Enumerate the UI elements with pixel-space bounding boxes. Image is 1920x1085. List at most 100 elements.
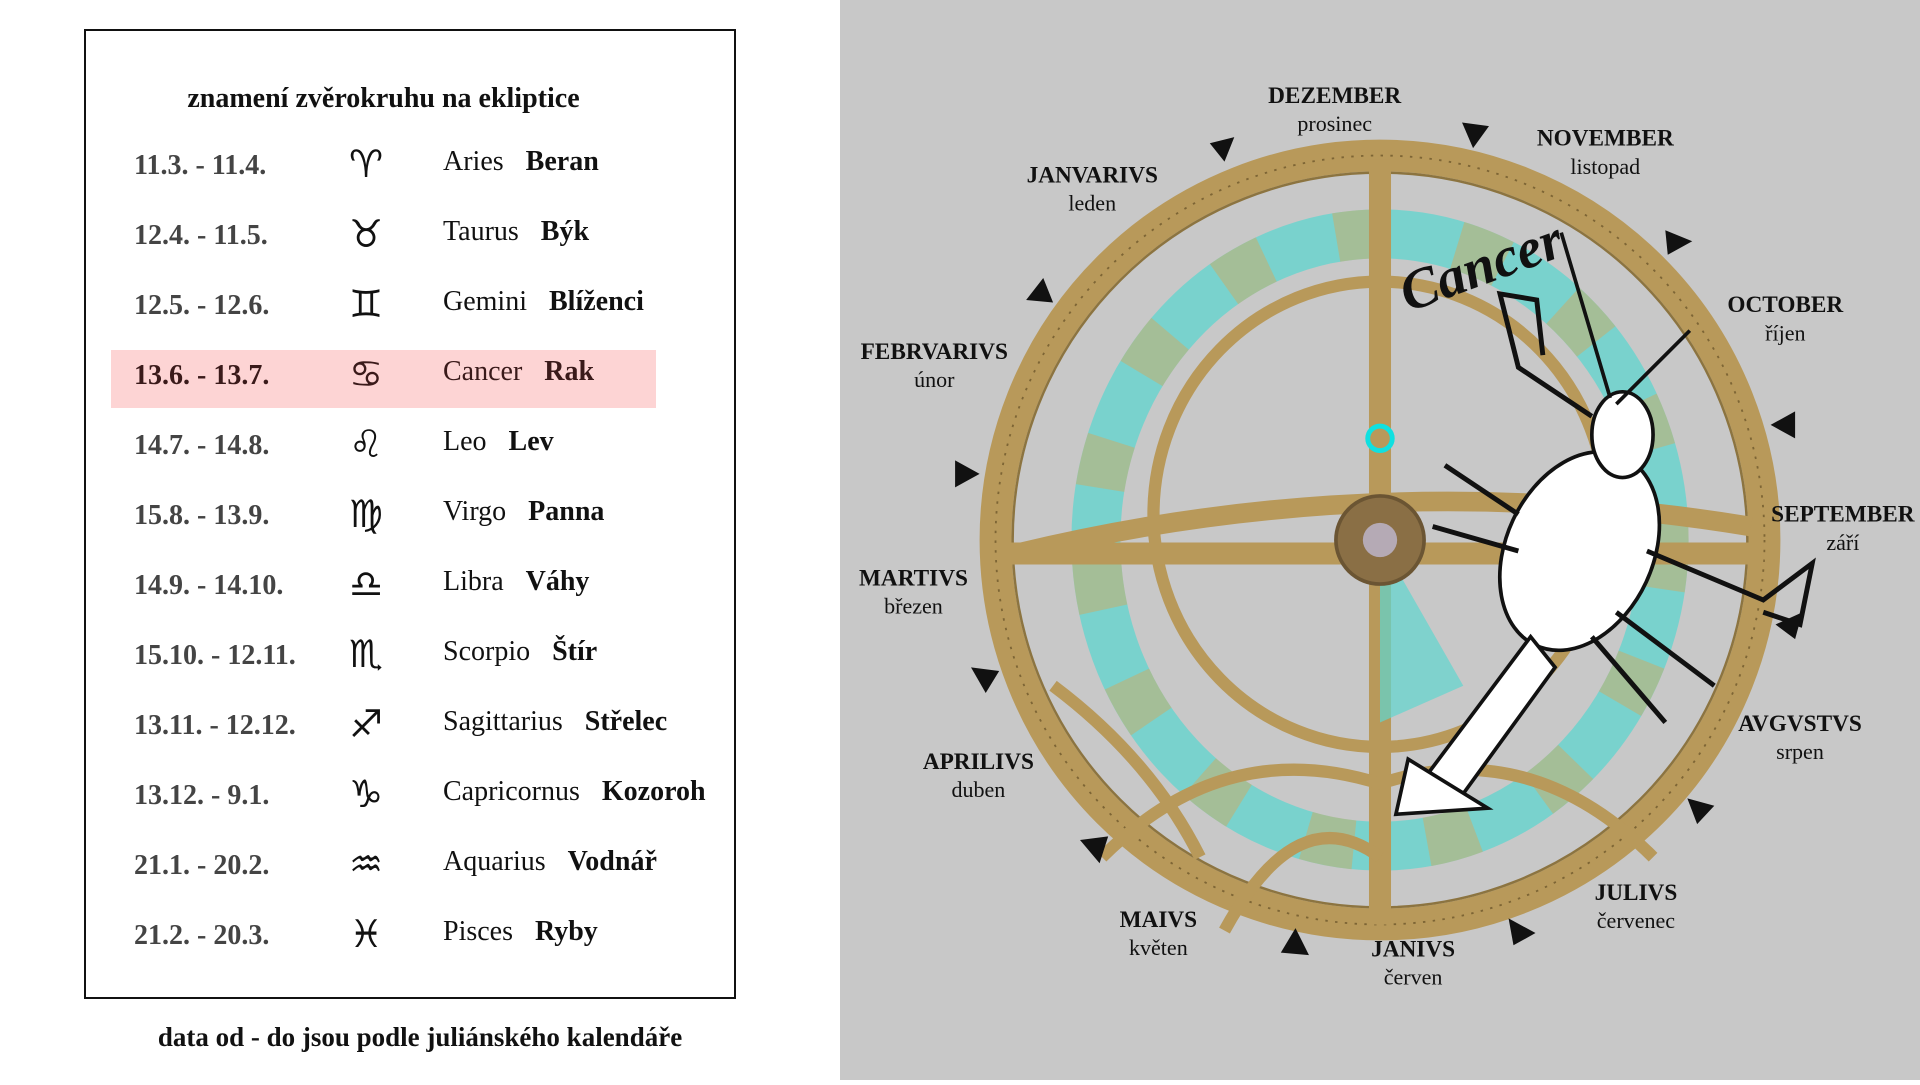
czech-name: Ryby: [535, 916, 598, 947]
gemini-icon: ♊: [348, 282, 384, 326]
triangle-marker: [1508, 918, 1536, 946]
triangle-marker: [1775, 612, 1803, 640]
latin-name: Aquarius: [443, 846, 546, 877]
pisces-icon: ♓: [348, 912, 384, 956]
sign-names: Capricornus Kozoroh: [443, 776, 706, 808]
month-latin: APRILIVS: [923, 749, 1034, 775]
sign-names: Virgo Panna: [443, 496, 604, 528]
month-latin: SEPTEMBER: [1771, 502, 1915, 528]
triangle-marker: [1462, 122, 1489, 149]
month-czech: listopad: [1570, 154, 1640, 179]
month-latin: JANIVS: [1371, 936, 1455, 962]
sign-names: Sagittarius Střelec: [443, 706, 667, 738]
date-range: 15.8. - 13.9.: [134, 500, 270, 531]
month-latin: FEBRVARIVS: [861, 339, 1008, 365]
triangle-marker: [955, 460, 980, 488]
month-latin: OCTOBER: [1727, 292, 1843, 318]
zodiac-table-panel: znamení zvěrokruhu na ekliptice 11.3. - …: [0, 0, 840, 1080]
virgo-icon: ♍: [348, 492, 384, 536]
zodiac-row-leo: 14.7. - 14.8. ♌ Leo Lev: [111, 420, 656, 478]
czech-name: Beran: [525, 146, 599, 177]
month-czech: červen: [1384, 964, 1443, 989]
capricorn-icon: ♑: [348, 772, 384, 816]
sun-wedge: [1380, 540, 1464, 723]
libra-icon: ♎: [348, 562, 384, 606]
month-labels: DEZEMBERprosinecNOVEMBERlistopadJANVARIV…: [859, 83, 1915, 990]
month-czech: září: [1826, 530, 1859, 555]
date-range: 13.11. - 12.12.: [134, 710, 296, 741]
date-range: 14.7. - 14.8.: [134, 430, 270, 461]
triangle-marker: [1026, 277, 1054, 303]
astrolabe: [979, 139, 1781, 941]
month-czech: únor: [914, 367, 955, 392]
czech-name: Lev: [508, 426, 554, 457]
sagittarius-icon: ♐: [348, 702, 384, 746]
month-czech: duben: [951, 777, 1005, 802]
aquarius-icon: ♒: [348, 842, 384, 886]
month-czech: březen: [884, 593, 943, 618]
month-latin: AVGVSTVS: [1738, 711, 1862, 737]
czech-name: Panna: [528, 496, 605, 527]
sun-marker: [1365, 423, 1395, 454]
latin-name: Gemini: [443, 286, 527, 317]
czech-name: Blíženci: [549, 286, 644, 317]
latin-name: Virgo: [443, 496, 507, 527]
sign-names: Aquarius Vodnář: [443, 846, 657, 878]
sign-names: Leo Lev: [443, 426, 554, 458]
czech-name: Vodnář: [567, 846, 657, 877]
sign-names: Gemini Blíženci: [443, 286, 644, 318]
month-latin: NOVEMBER: [1537, 126, 1674, 152]
month-czech: prosinec: [1297, 111, 1372, 136]
month-latin: JULIVS: [1595, 880, 1678, 906]
outer-scale: [994, 154, 1766, 926]
latin-name: Taurus: [443, 216, 519, 247]
latin-name: Cancer: [443, 356, 523, 387]
czech-name: Kozoroh: [601, 776, 706, 807]
latin-name: Leo: [443, 426, 487, 457]
latin-name: Sagittarius: [443, 706, 563, 737]
triangle-marker: [1280, 928, 1309, 956]
month-czech: říjen: [1765, 320, 1805, 345]
month-latin: JANVARIVS: [1027, 162, 1158, 188]
czech-name: Rak: [544, 356, 595, 387]
triangle-marker: [1080, 836, 1109, 864]
latin-name: Scorpio: [443, 636, 531, 667]
date-range: 21.2. - 20.3.: [134, 920, 270, 951]
zodiac-row-aquarius: 21.1. - 20.2. ♒ Aquarius Vodnář: [111, 840, 657, 898]
month-latin: MARTIVS: [859, 565, 968, 591]
month-czech: leden: [1068, 191, 1116, 216]
date-range: 21.1. - 20.2.: [134, 850, 270, 881]
date-range: 14.9. - 14.10.: [134, 570, 284, 601]
astrolabe-diagram: Cancer DEZEMBERprosinecNOVEMBERlistopadJ…: [859, 83, 1915, 990]
center-pin: [1362, 522, 1398, 558]
triangle-marker: [1687, 798, 1715, 825]
czech-name: Střelec: [584, 706, 668, 737]
table-title: znamení zvěrokruhu na ekliptice: [187, 83, 580, 114]
triangle-marker: [1770, 411, 1796, 439]
leo-icon: ♌: [348, 422, 384, 466]
date-range: 13.6. - 13.7.: [134, 360, 270, 391]
month-czech: červenec: [1597, 908, 1675, 933]
latin-name: Capricornus: [443, 776, 580, 807]
